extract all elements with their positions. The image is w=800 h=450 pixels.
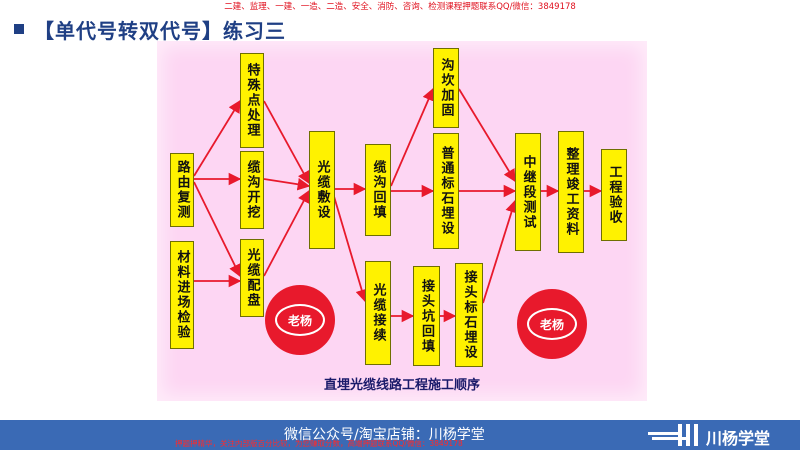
- arrow-splicemarker-relay: [482, 199, 518, 304]
- arrow-trench-laying: [263, 178, 311, 191]
- node-cable-laying: 光缆敷设: [309, 131, 335, 249]
- node-doc-compile: 整理竣工资料: [558, 131, 584, 253]
- footer-promo-text: 押题押精华，关注内部版百分比较，为您赚取分数，高端押题联系QQ/微信：38491…: [175, 439, 463, 448]
- arrow-survey-special: [193, 99, 241, 177]
- seal-name-right: 老杨: [527, 308, 577, 340]
- network-diagram: 路由复测 材料进场检验 特殊点处理 缆沟开挖 光缆配盘 光缆敷设 缆沟回填 光缆…: [157, 41, 647, 401]
- footer-wechat-text: 微信公众号/淘宝店铺：川杨学堂: [284, 427, 485, 443]
- brand-logo-icon: [648, 424, 698, 446]
- node-splice-pit-backfill: 接头坑回填: [413, 266, 440, 366]
- node-splice-marker: 接头标石埋设: [455, 263, 483, 367]
- arrows-layer: [193, 87, 603, 323]
- node-trench-backfill: 缆沟回填: [365, 144, 391, 236]
- seal-stamp-left: 老杨: [265, 285, 335, 355]
- footer-brand: 川杨学堂: [706, 429, 771, 448]
- arrow-survey-distribution: [193, 181, 241, 278]
- arrow-special-laying: [263, 100, 310, 185]
- node-acceptance: 工程验收: [601, 149, 627, 241]
- top-promo-banner: 二建、监理、一建、一造、二造、安全、消防、咨询、检测课程押题联系QQ/微信：38…: [224, 2, 576, 12]
- seal-name-left: 老杨: [275, 304, 325, 336]
- seal-stamp-right: 老杨: [517, 289, 587, 359]
- arrow-backfill-reinforce: [390, 87, 435, 187]
- node-relay-test: 中继段测试: [515, 133, 541, 251]
- node-cable-distribution: 光缆配盘: [240, 239, 264, 317]
- title-bullet-icon: [14, 24, 24, 34]
- node-cable-splice: 光缆接续: [365, 261, 391, 365]
- arrow-reinforce-relay: [458, 88, 516, 183]
- arrow-distribution-laying: [263, 189, 310, 277]
- node-material-inspection: 材料进场检验: [170, 241, 194, 349]
- footer-bar: 微信公众号/淘宝店铺：川杨学堂 押题押精华，关注内部版百分比较，为您赚取分数，高…: [0, 420, 800, 450]
- node-normal-marker: 普通标石埋设: [433, 133, 459, 249]
- node-road-survey: 路由复测: [170, 153, 194, 227]
- arrow-laying-splice: [332, 192, 368, 303]
- page-title-row: 【单代号转双代号】练习三: [14, 14, 286, 44]
- page-title: 【单代号转双代号】练习三: [34, 18, 286, 43]
- diagram-caption: 直埋光缆线路工程施工顺序: [323, 378, 480, 393]
- node-trench-dig: 缆沟开挖: [240, 151, 264, 229]
- node-trench-reinforce: 沟坎加固: [433, 48, 459, 128]
- node-special-point: 特殊点处理: [240, 53, 264, 148]
